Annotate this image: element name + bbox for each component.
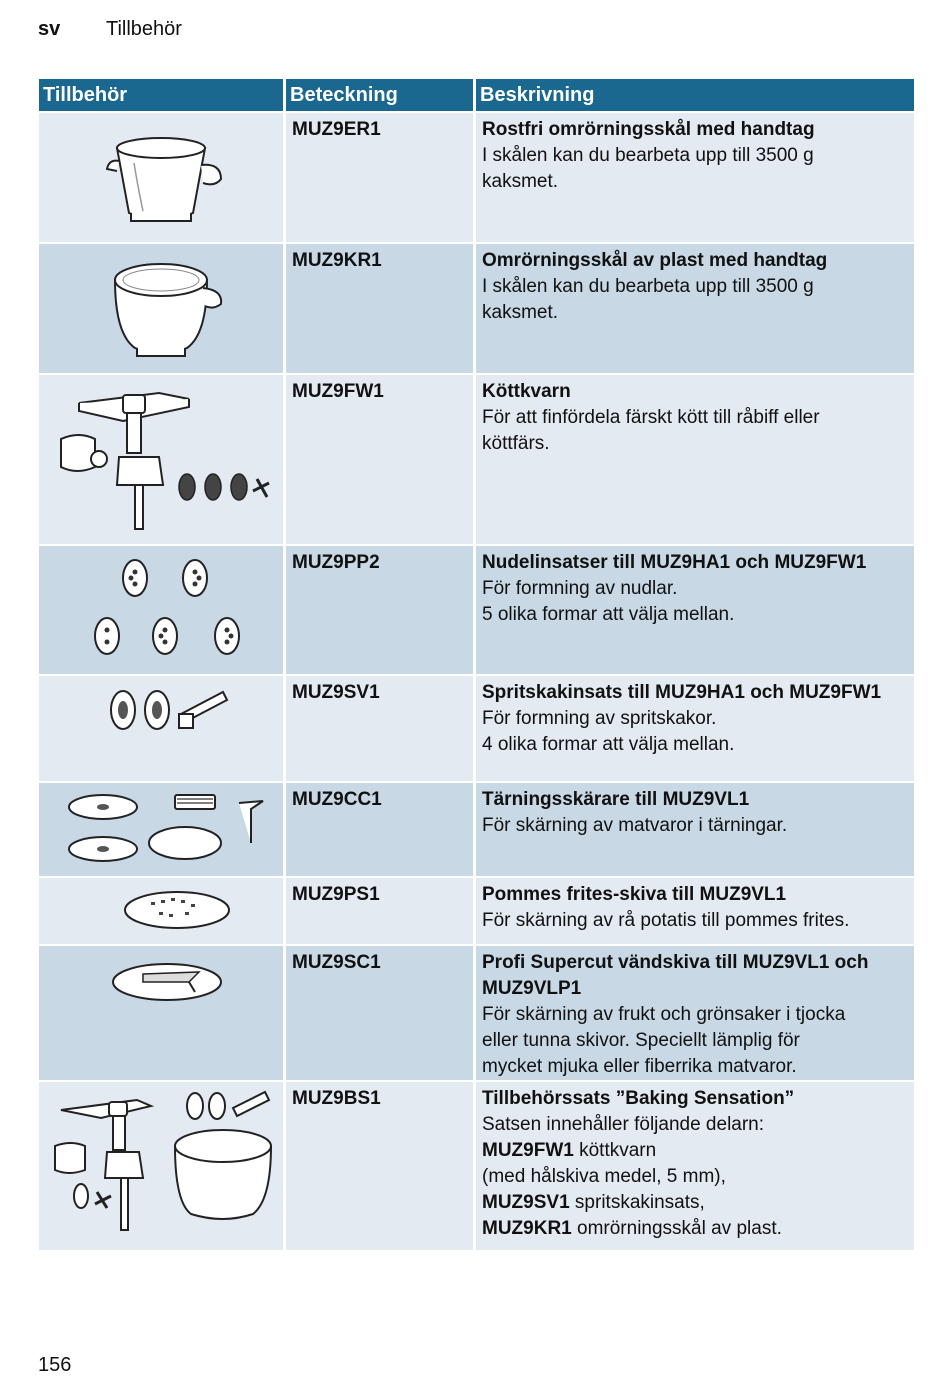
product-code: MUZ9SV1 [286, 676, 473, 781]
set-part-line: (med hålskiva medel, 5 mm), [482, 1164, 908, 1190]
set-part-line: MUZ9FW1 köttkvarn [482, 1138, 908, 1164]
description-line: kaksmet. [482, 302, 559, 323]
dicer-icon [68, 794, 264, 862]
product-code: MUZ9PP2 [286, 546, 473, 674]
description-line: mycket mjuka eller fiberrika matvaror. [482, 1056, 797, 1077]
description-title: Omrörningsskål av plast med handtag [482, 250, 828, 271]
set-part-text: spritskakinsats, [569, 1192, 705, 1213]
column-header: Tillbehör [39, 79, 283, 111]
set-part-text: (med hålskiva medel, 5 mm), [482, 1166, 726, 1187]
accessory-image-cell [39, 546, 283, 674]
product-description: Pommes frites-skiva till MUZ9VL1 För skä… [476, 878, 914, 944]
product-description: Spritskakinsats till MUZ9HA1 och MUZ9FW1… [476, 676, 914, 781]
plastic-bowl-icon [113, 263, 223, 357]
pasta-discs-icon [94, 559, 240, 655]
table-row: MUZ9FW1 Köttkvarn För att finfördela fär… [39, 375, 914, 544]
meat-grinder-icon [60, 391, 270, 530]
accessory-image-cell [39, 244, 283, 373]
table-row: MUZ9PP2 Nudelinsatser till MUZ9HA1 och M… [39, 546, 914, 674]
description-line: 5 olika formar att välja mellan. [482, 604, 735, 625]
description-line: köttfärs. [482, 433, 550, 454]
table-row: MUZ9SV1 Spritskakinsats till MUZ9HA1 och… [39, 676, 914, 781]
accessory-image-cell [39, 375, 283, 544]
fries-disc-icon [124, 891, 230, 929]
set-part-text: köttkvarn [573, 1140, 657, 1161]
accessory-image-cell [39, 783, 283, 876]
table-row: MUZ9ER1 Rostfri omrörningsskål med handt… [39, 113, 914, 242]
description-title: Köttkvarn [482, 381, 571, 402]
accessory-image-cell [39, 676, 283, 781]
description-line: I skålen kan du bearbeta upp till 3500 g [482, 145, 814, 166]
description-title: Nudelinsatser till MUZ9HA1 och MUZ9FW1 [482, 552, 867, 573]
set-part-code: MUZ9FW1 [482, 1140, 574, 1161]
description-title: Tillbehörssats ”Baking Sensation” [482, 1088, 795, 1109]
accessory-image-cell [39, 113, 283, 242]
page-number: 156 [38, 1354, 72, 1376]
product-code: MUZ9KR1 [286, 244, 473, 373]
description-line: I skålen kan du bearbeta upp till 3500 g [482, 276, 814, 297]
accessories-table: Tillbehör Beteckning Beskrivning [36, 77, 917, 1252]
product-code: MUZ9CC1 [286, 783, 473, 876]
product-description: Profi Supercut vändskiva till MUZ9VL1 oc… [476, 946, 914, 1080]
baking-set-icon [54, 1090, 273, 1231]
description-title: Profi Supercut vändskiva till MUZ9VL1 oc… [482, 952, 869, 999]
accessory-image-cell [39, 946, 283, 1080]
section-title: Tillbehör [106, 18, 182, 40]
product-description: Tillbehörssats ”Baking Sensation” Satsen… [476, 1082, 914, 1250]
set-part-text: omrörningsskål av plast. [571, 1218, 782, 1239]
product-code: MUZ9BS1 [286, 1082, 473, 1250]
table-row: MUZ9CC1 Tärningsskärare till MUZ9VL1 För… [39, 783, 914, 876]
accessory-image-cell [39, 878, 283, 944]
accessory-image-cell [39, 1082, 283, 1250]
table-header-row: Tillbehör Beteckning Beskrivning [39, 79, 914, 111]
description-line: kaksmet. [482, 171, 559, 192]
set-part-line: MUZ9SV1 spritskakinsats, [482, 1190, 908, 1216]
table-row: MUZ9KR1 Omrörningsskål av plast med hand… [39, 244, 914, 373]
column-header: Beteckning [286, 79, 473, 111]
set-part-line: MUZ9KR1 omrörningsskål av plast. [482, 1216, 908, 1242]
product-description: Omrörningsskål av plast med handtag I sk… [476, 244, 914, 373]
product-description: Tärningsskärare till MUZ9VL1 För skärnin… [476, 783, 914, 876]
description-title: Rostfri omrörningsskål med handtag [482, 119, 815, 140]
table-row: MUZ9PS1 Pommes frites-skiva till MUZ9VL1… [39, 878, 914, 944]
product-description: Nudelinsatser till MUZ9HA1 och MUZ9FW1 F… [476, 546, 914, 674]
description-title: Pommes frites-skiva till MUZ9VL1 [482, 884, 787, 905]
description-title: Spritskakinsats till MUZ9HA1 och MUZ9FW1 [482, 682, 882, 703]
set-part-code: MUZ9SV1 [482, 1192, 570, 1213]
steel-bowl-icon [105, 137, 223, 222]
table-row: MUZ9BS1 Tillbehörssats ”Baking Sensation… [39, 1082, 914, 1250]
description-line: För skärning av rå potatis till pommes f… [482, 910, 850, 931]
table-row: MUZ9SC1 Profi Supercut vändskiva till MU… [39, 946, 914, 1080]
description-line: eller tunna skivor. Speciellt lämplig fö… [482, 1030, 800, 1051]
product-description: Köttkvarn För att finfördela färskt kött… [476, 375, 914, 544]
set-part-code: MUZ9KR1 [482, 1218, 572, 1239]
description-line: För skärning av matvaror i tärningar. [482, 815, 788, 836]
product-code: MUZ9SC1 [286, 946, 473, 1080]
description-line: För formning av spritskakor. [482, 708, 717, 729]
product-code: MUZ9ER1 [286, 113, 473, 242]
description-line: För skärning av frukt och grönsaker i tj… [482, 1004, 846, 1025]
column-header: Beskrivning [476, 79, 914, 111]
description-line: För att finfördela färskt kött till råbi… [482, 407, 820, 428]
description-line: Satsen innehåller följande delarn: [482, 1114, 765, 1135]
product-code: MUZ9PS1 [286, 878, 473, 944]
product-code: MUZ9FW1 [286, 375, 473, 544]
slicing-disc-icon [112, 963, 222, 1001]
description-line: 4 olika formar att välja mellan. [482, 734, 735, 755]
description-line: För formning av nudlar. [482, 578, 678, 599]
cookie-attachment-icon [110, 690, 229, 730]
page-header: sv Tillbehör [38, 18, 182, 41]
language-code: sv [38, 18, 61, 40]
description-title: Tärningsskärare till MUZ9VL1 [482, 789, 750, 810]
product-description: Rostfri omrörningsskål med handtag I skå… [476, 113, 914, 242]
